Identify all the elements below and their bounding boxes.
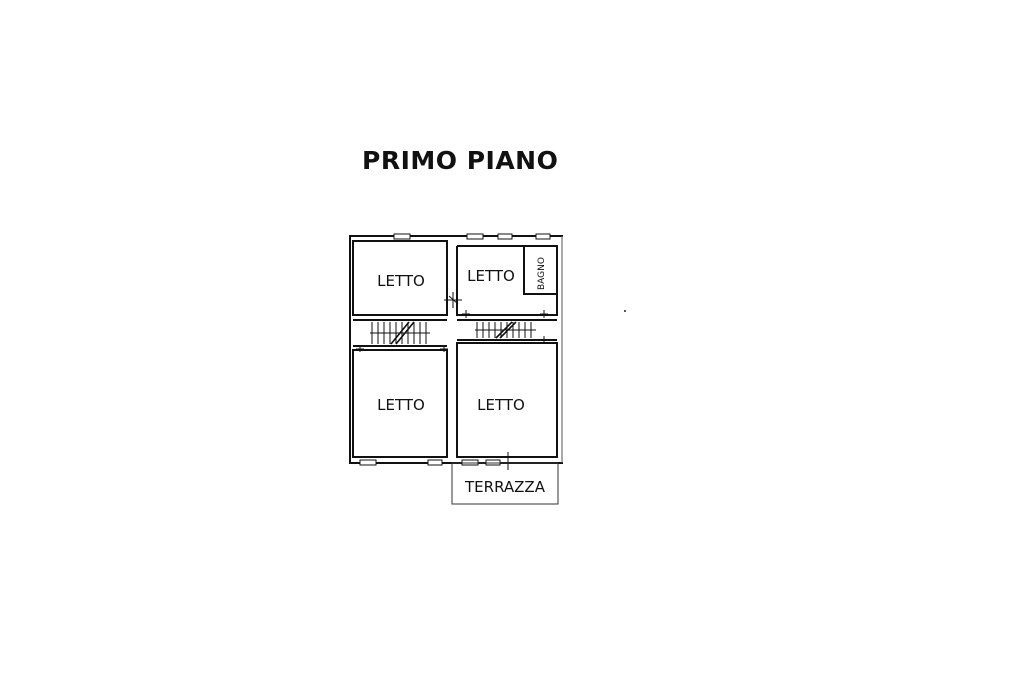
room-bedroom-bottom-left: LETTO — [352, 349, 448, 458]
construction-marks — [356, 292, 548, 470]
stray-dot — [624, 310, 626, 312]
floor-plan-title: PRIMO PIANO — [362, 146, 559, 175]
stair-steps-right — [475, 321, 536, 339]
room-terrace: TERRAZZA — [451, 462, 559, 505]
stair-steps-left — [370, 321, 430, 345]
room-label-terrace: TERRAZZA — [464, 478, 546, 496]
room-bedroom-top-left: LETTO — [352, 240, 448, 316]
room-label-bedroom-bottom-left: LETTO — [377, 396, 425, 414]
room-label-bedroom-top-left: LETTO — [377, 272, 425, 290]
room-bedroom-bottom-right: LETTO — [456, 342, 558, 458]
room-label-bathroom: BAGNO — [537, 257, 547, 290]
room-label-bedroom-top-middle: LETTO — [467, 267, 515, 285]
room-bathroom: BAGNO — [537, 257, 547, 290]
room-bedroom-top-middle: LETTO — [456, 245, 558, 316]
room-label-bedroom-bottom-right: LETTO — [477, 396, 525, 414]
